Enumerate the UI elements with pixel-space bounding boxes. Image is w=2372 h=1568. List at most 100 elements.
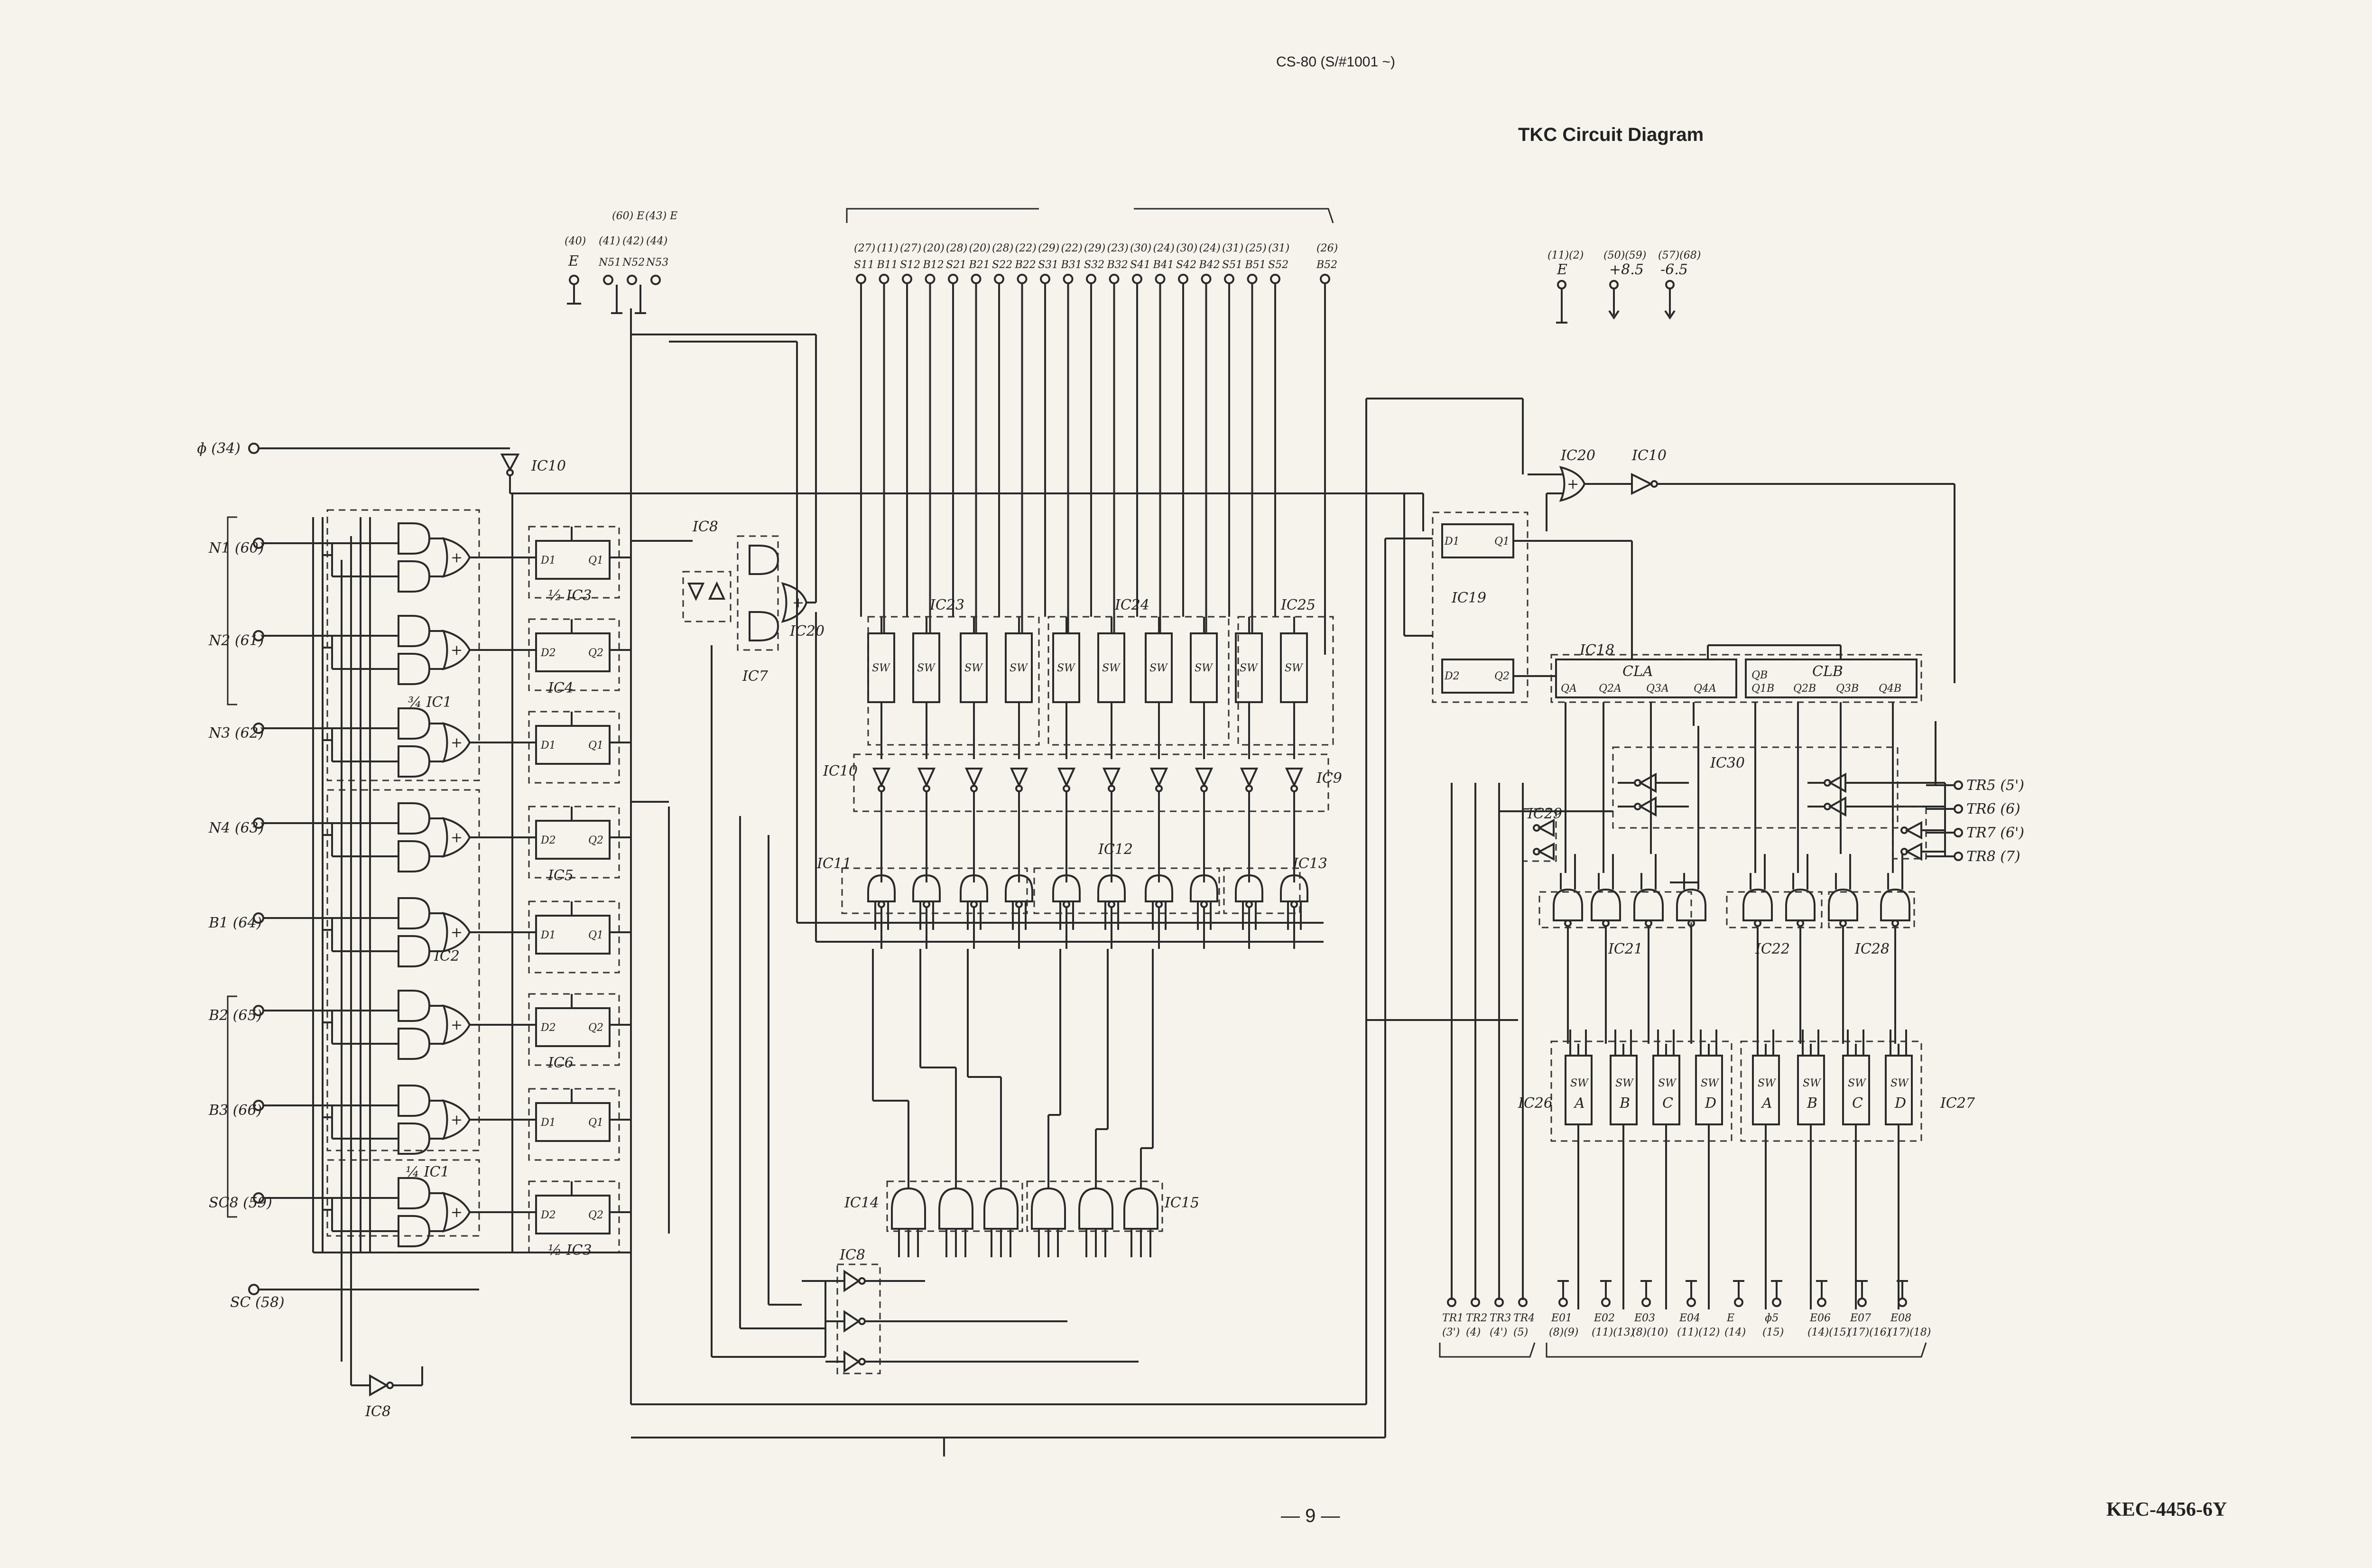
flipflop-q: Q1 [588,740,603,752]
inverter-gate [1285,768,1304,788]
ic22-label: IC22 [1755,941,1790,957]
inverter-gate [1905,821,1922,840]
ic19-d2: D2 [1444,670,1460,682]
and-gate [938,1187,973,1230]
inverter-gate [1828,772,1846,793]
ic20-ic10-right: + IC20 IC10 [1404,447,1955,683]
ic25-label: IC25 [1280,597,1316,613]
ic14-label: IC14 [844,1195,879,1211]
bus-pin-label: (27) [900,242,921,254]
nand-bubble [1602,919,1610,927]
bottom-e-pin: (8)(9) [1549,1327,1578,1338]
lower-switch-labels: IC26 IC27 [1518,1040,1975,1142]
bottom-tr-name: TR4 [1513,1312,1535,1324]
bus-connectors: (27)S11(11)B11(27)S12(20)B12(28)S21(20)B… [854,242,1289,638]
bus-terminal [1178,274,1188,284]
ic14-ic15-gates [872,949,1158,1257]
bus-terminal [948,274,958,284]
ns-label: N52 [622,257,645,269]
bus-pin-label: (25) [1245,242,1267,254]
ic7-label: IC7 [742,668,769,685]
and-gate [398,615,431,647]
right-gate-labels: IC30 IC29 IC21 IC22 IC28 [1522,746,1927,957]
flipflop-box [535,915,611,955]
inverter-gate [1905,842,1922,861]
ic18-counter: IC18 CLA CLB QA Q2A Q3A Q4A QB Q1B Q2B Q… [1550,541,1922,703]
switch-block [1145,632,1173,703]
bottom-e-pin: (8)(10) [1632,1327,1668,1338]
bus-label: S32 [1084,259,1104,271]
bus-terminal [1224,274,1234,284]
inverter-bubble [1015,785,1023,792]
bus-pin-label: (20) [923,242,945,254]
bus-terminal [902,274,912,284]
switch-block [1565,1055,1593,1125]
flipflop-q: Q2 [588,835,603,846]
right-tr-outputs: TR5 (5')TR6 (6)TR7 (6')TR8 (7) [1926,721,2024,865]
flipflop-q: Q1 [588,1117,603,1129]
or-gate [442,817,471,858]
ic19-q1: Q1 [1494,536,1510,547]
flipflop-box [535,632,611,672]
ic14-ic15-labels: IC14 IC15 [844,1180,1199,1232]
bottom-e-name: E [1726,1312,1734,1324]
nand-bubble [1155,900,1163,908]
bus-pin-label: (27) [854,242,875,254]
nand-gate [1676,888,1706,921]
and-gate [398,1085,431,1117]
or-gate [442,1004,471,1045]
bus-pin-label: (30) [1176,242,1197,254]
inverter-gate [1195,768,1214,788]
nand-bubble [878,900,885,908]
ic10-right-label: IC10 [1631,447,1667,464]
flipflop-box [535,725,611,765]
ic8-bottom-inverter: IC8 [341,536,423,1420]
switch-label: SW [1615,1077,1634,1089]
or-gate [442,537,471,578]
bottom-terminal [1772,1298,1781,1307]
inverter-bubble [923,785,930,792]
bottom-terminal [1817,1298,1826,1307]
bus-terminal [971,274,982,284]
bottom-e-name: E06 [1809,1312,1831,1324]
bus-terminal [1017,274,1028,284]
ic8-bottom-label: IC8 [365,1403,391,1420]
gate-group-boxes: ¾ IC1 IC2 ¼ IC1 [326,509,480,1237]
bottom-e-pin: (14)(15) [1807,1327,1850,1338]
nand-gate [867,874,896,902]
ic23-label: IC23 [929,597,964,613]
ic1-quarter-label: ¼ IC1 [406,1164,450,1180]
switch-label: SW [1240,662,1259,674]
bus-terminal [1063,274,1074,284]
terminal-circle [569,275,579,285]
bottom-terminal [1447,1298,1456,1307]
pin-label: (26) [1316,242,1338,254]
bus-terminal [1155,274,1166,284]
nand-gate [1880,888,1910,921]
nand-bubble [1290,900,1298,908]
bus-terminal [1201,274,1212,284]
ic10-mid-label: IC10 [823,763,858,779]
inverter-gate [1537,842,1555,861]
nand-bubble [1200,900,1208,908]
ic11-label: IC11 [816,855,852,872]
flipflop-outline [528,806,620,879]
nand-gate [1052,874,1081,902]
flipflop-d: D1 [540,555,556,566]
sc-input: SC (58) [230,1284,479,1311]
switch-label: SW [964,662,983,674]
nand-bubble [1891,919,1899,927]
ic18-pin: QA [1561,683,1577,695]
bottom-terminal [1601,1298,1611,1307]
bus-pin-label: (11) [877,242,899,254]
flipflop-d: D2 [540,835,556,846]
nand-gate [1633,888,1664,921]
bus-terminal [1132,274,1142,284]
flipflop-d: D1 [540,1117,556,1129]
flipflop-d: D1 [540,929,556,941]
inverter-gate [1638,772,1657,793]
nand-bubble [1015,900,1023,908]
bottom-e-name: E02 [1594,1312,1615,1324]
switch-label: SW [1803,1077,1822,1089]
